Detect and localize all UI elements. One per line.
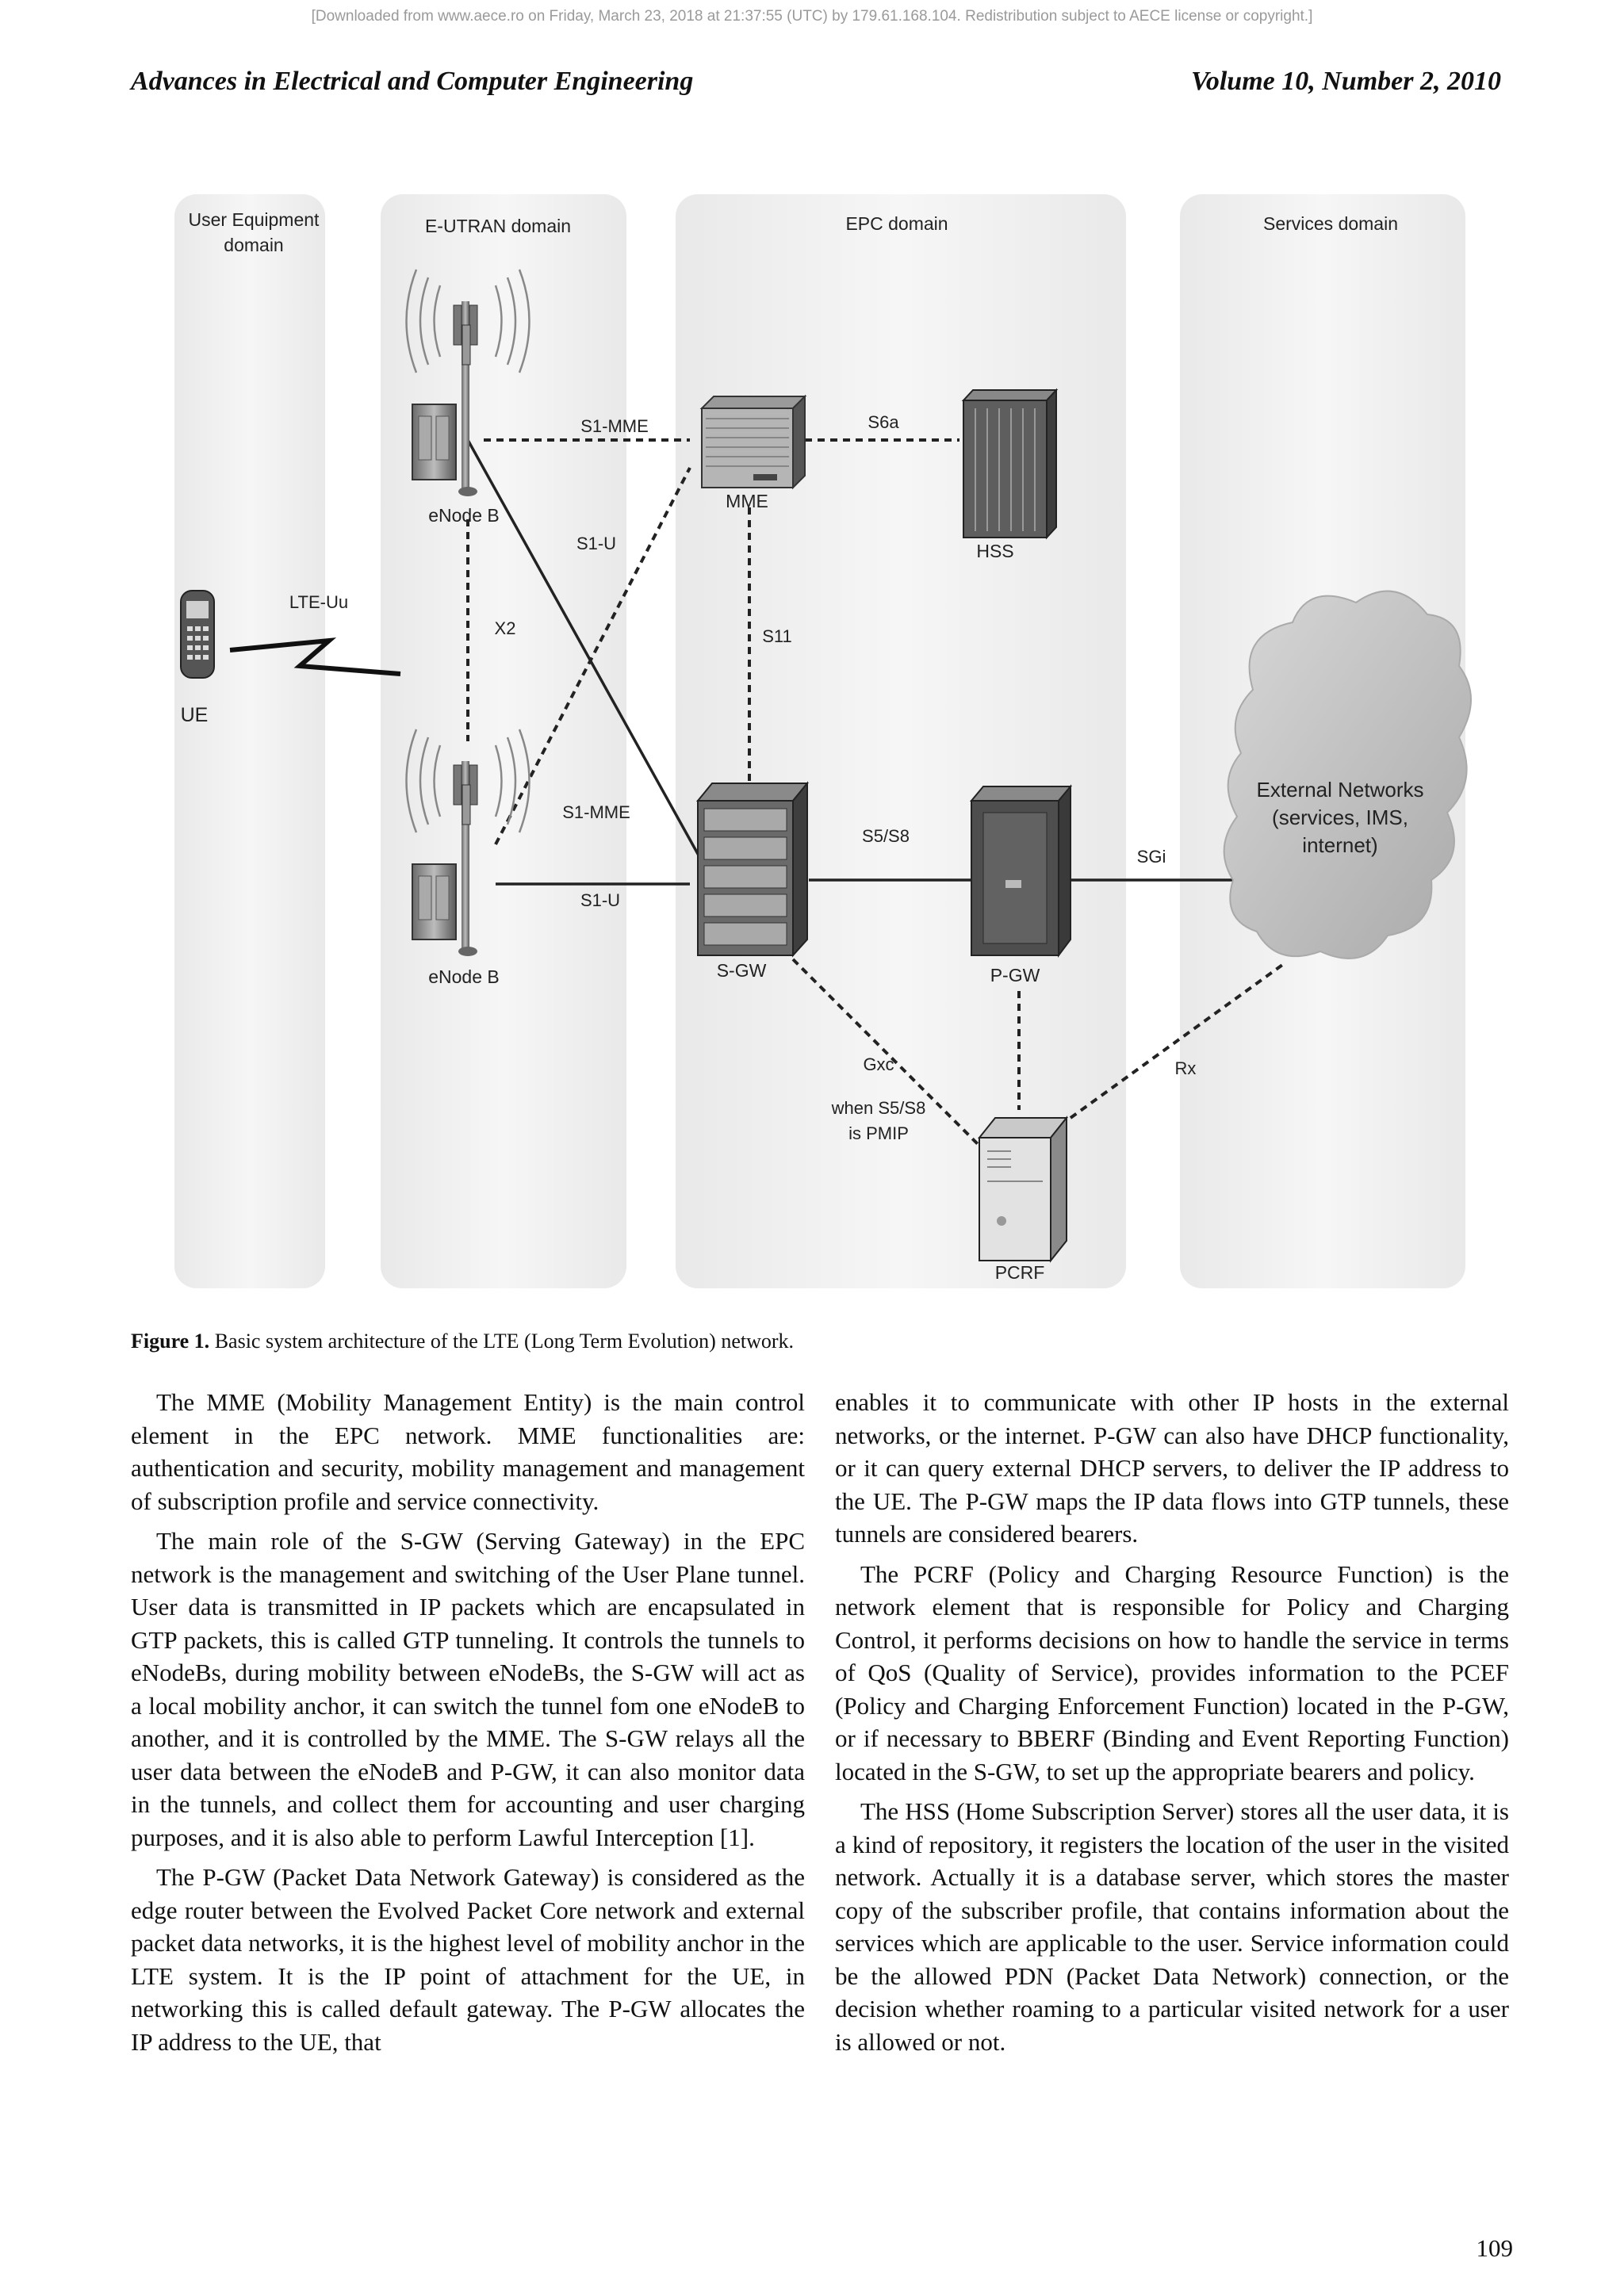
paragraph-mme: The MME (Mobility Management Entity) is … xyxy=(131,1388,805,1515)
body-column-left: The MME (Mobility Management Entity) is … xyxy=(131,1386,805,2065)
s1-mme-bottom-label: S1-MME xyxy=(562,802,630,822)
rx-label: Rx xyxy=(1175,1058,1197,1078)
external-networks-label-line2: (services, IMS, xyxy=(1272,806,1408,829)
paragraph-sgw: The main role of the S-GW (Serving Gatew… xyxy=(131,1527,805,1851)
sgw-rack-icon xyxy=(695,781,810,958)
external-networks-cloud xyxy=(1223,590,1472,959)
s1-mme-top-label: S1-MME xyxy=(580,416,649,436)
lte-uu-label: LTE-Uu xyxy=(289,592,348,612)
s6a-label: S6a xyxy=(868,412,899,432)
pgw-label: P-GW xyxy=(990,965,1040,985)
enodeb-top-label: eNode B xyxy=(428,505,500,526)
enodeb-bottom-label: eNode B xyxy=(428,966,500,987)
gxc-note-label: when S5/S8 xyxy=(831,1098,926,1118)
sgi-label: SGi xyxy=(1137,847,1166,867)
lte-architecture-diagram: User Equipment domain E-UTRAN domain EPC… xyxy=(174,194,1472,1288)
figure-caption-text: Basic system architecture of the LTE (Lo… xyxy=(209,1330,795,1353)
enodeb-bottom-icon xyxy=(405,729,530,956)
paragraph-pgw: The P-GW (Packet Data Network Gateway) i… xyxy=(131,1863,805,2056)
s11-label: S11 xyxy=(762,626,792,646)
gxc-label: Gxc xyxy=(863,1054,894,1074)
figure-caption-label: Figure 1. xyxy=(131,1330,210,1353)
s1-u-top-link xyxy=(466,439,707,869)
lte-uu-radio-link xyxy=(229,637,401,676)
journal-title: Advances in Electrical and Computer Engi… xyxy=(131,67,694,96)
eutran-domain-label: E-UTRAN domain xyxy=(425,216,571,236)
paragraph-pcrf: The PCRF (Policy and Charging Resource F… xyxy=(835,1559,1509,1785)
hss-server-icon xyxy=(961,388,1059,540)
paragraph-pgw-continued: enables it to communicate with other IP … xyxy=(835,1388,1509,1548)
gxc-link xyxy=(791,958,993,1159)
pcrf-server-icon xyxy=(977,1115,1069,1263)
epc-domain-label: EPC domain xyxy=(845,213,948,234)
sgw-label: S-GW xyxy=(717,960,767,981)
x2-label: X2 xyxy=(495,618,516,638)
rx-link xyxy=(1069,962,1286,1119)
ue-domain-panel xyxy=(174,194,325,1288)
external-networks-label: External Networks xyxy=(1257,778,1424,802)
hss-label: HSS xyxy=(976,541,1013,561)
external-networks-label-line3: internet) xyxy=(1302,833,1377,857)
s5-s8-label: S5/S8 xyxy=(862,826,910,846)
volume-info: Volume 10, Number 2, 2010 xyxy=(1190,67,1501,96)
pcrf-label: PCRF xyxy=(995,1262,1045,1283)
s1-u-top-label: S1-U xyxy=(576,534,616,553)
mme-label: MME xyxy=(726,491,768,511)
ue-label: UE xyxy=(181,704,209,726)
mme-server-icon xyxy=(699,394,807,490)
s1-u-bottom-label: S1-U xyxy=(580,890,620,910)
pgw-server-icon xyxy=(969,784,1073,958)
ue-domain-label-line2: domain xyxy=(224,235,283,255)
body-column-right: enables it to communicate with other IP … xyxy=(835,1386,1509,2065)
eutran-domain-panel xyxy=(381,194,626,1288)
figure-caption: Figure 1. Basic system architecture of t… xyxy=(131,1330,794,1353)
paragraph-hss: The HSS (Home Subscription Server) store… xyxy=(835,1797,1509,2056)
ue-domain-label: User Equipment xyxy=(189,209,320,230)
download-notice: [Downloaded from www.aece.ro on Friday, … xyxy=(311,8,1313,25)
page-number: 109 xyxy=(1476,2234,1514,2262)
services-domain-label: Services domain xyxy=(1263,213,1398,234)
enodeb-top-icon xyxy=(405,269,530,496)
ue-phone-icon xyxy=(180,590,215,679)
gxc-note-label-line2: is PMIP xyxy=(848,1123,909,1143)
